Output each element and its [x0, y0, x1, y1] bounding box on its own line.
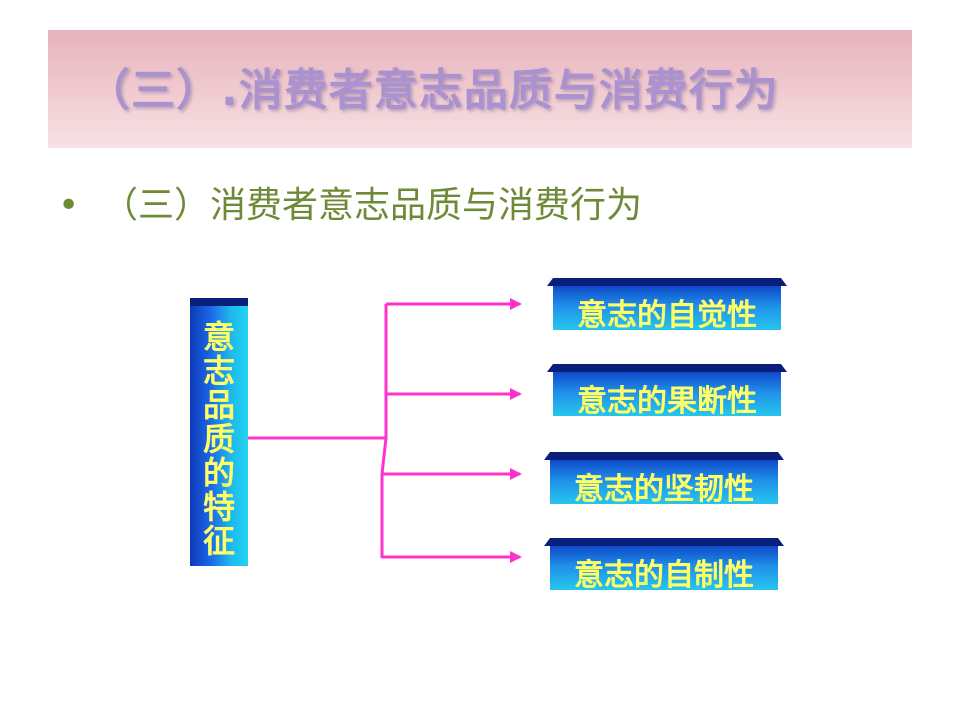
- bullet-text: （三）消费者意志品质与消费行为: [102, 185, 643, 226]
- branch-node-1: 意志的自觉性: [547, 278, 787, 333]
- branch-node-2: 意志的果断性: [547, 364, 787, 419]
- bullet-item: • （三）消费者意志品质与消费行为: [58, 176, 642, 228]
- spine-link: [380, 437, 388, 475]
- branch-node-4-label: 意志的自制性: [574, 558, 754, 593]
- branch-node-2-label: 意志的果断性: [577, 384, 757, 419]
- page-title: （三）.消费者意志品质与消费行为: [86, 65, 779, 116]
- title-banner: （三）.消费者意志品质与消费行为: [48, 30, 912, 148]
- branch-node-1-label: 意志的自觉性: [577, 298, 757, 333]
- branch-node-3: 意志的坚韧性: [544, 452, 784, 507]
- branch-node-3-label: 意志的坚韧性: [574, 472, 754, 507]
- bullet-dot: •: [58, 185, 80, 226]
- root-node-label: 意志品质的特征: [202, 318, 235, 560]
- root-node: 意志品质的特征: [190, 298, 248, 566]
- branch-node-4: 意志的自制性: [544, 538, 784, 593]
